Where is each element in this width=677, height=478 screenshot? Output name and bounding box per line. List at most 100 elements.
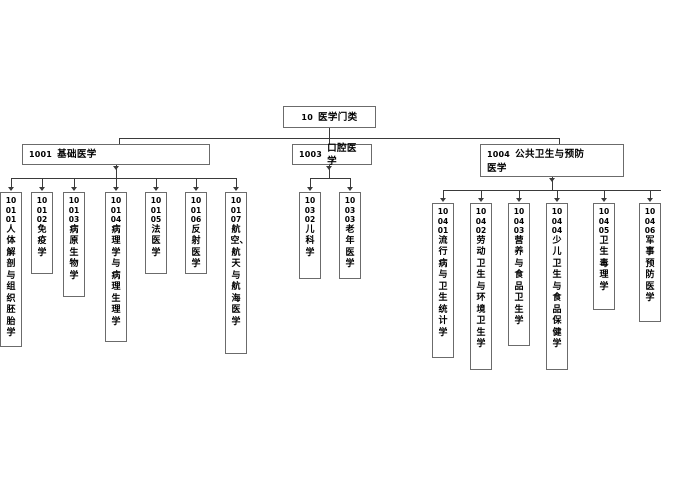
arrow-1003-leaf-1 — [307, 187, 313, 191]
leaf-100404[interactable]: 10 04 04 少儿卫生与食品保健学 — [546, 203, 568, 370]
leaf-100106-code3: 06 — [190, 215, 202, 224]
leaf-100101-code2: 01 — [5, 205, 17, 215]
leaf-100401-code3: 01 — [437, 226, 449, 235]
connector-1001-drop-2 — [42, 178, 43, 190]
leaf-100104[interactable]: 10 01 04 病理学与病理生理学 — [105, 192, 127, 342]
leaf-100405[interactable]: 10 04 05 卫生毒理学 — [593, 203, 615, 310]
node-1004-public-health[interactable]: 1004 公共卫生与预防 医学 — [480, 144, 624, 177]
connector-1004-stem — [552, 177, 553, 190]
leaf-100401[interactable]: 10 04 01 流行病与卫生统计学 — [432, 203, 454, 358]
leaf-100106-code2: 01 — [190, 205, 202, 215]
leaf-100404-text: 少儿卫生与食品保健学 — [552, 235, 562, 350]
leaf-100107-code2: 01 — [230, 205, 242, 215]
node-1001-code: 1001 — [29, 150, 53, 159]
leaf-100302-code1: 10 — [304, 196, 316, 205]
node-1001-label: 基础医学 — [57, 149, 97, 160]
connector-1001-drop-7 — [236, 178, 237, 190]
leaf-100102-text: 免疫学 — [37, 224, 47, 258]
node-1004-label-line2: 医学 — [487, 163, 507, 174]
leaf-100104-text: 病理学与病理生理学 — [111, 224, 121, 327]
leaf-100106[interactable]: 10 01 06 反射医学 — [185, 192, 207, 274]
leaf-100404-code1: 10 — [551, 207, 563, 216]
arrow-1004-leaf-3 — [516, 198, 522, 202]
leaf-100107-text: 航空、航天与航海医学 — [230, 224, 249, 327]
leaf-100104-code2: 01 — [110, 205, 122, 215]
leaf-100105[interactable]: 10 01 05 法医学 — [145, 192, 167, 274]
leaf-100107[interactable]: 10 01 07 航空、航天与航海医学 — [225, 192, 249, 354]
leaf-100303-code1: 10 — [344, 196, 356, 205]
leaf-100406[interactable]: 10 04 06 军事预防医学 — [639, 203, 661, 322]
leaf-100405-code2: 04 — [598, 216, 610, 226]
leaf-100401-code1: 10 — [437, 207, 449, 216]
leaf-100104-code1: 10 — [110, 196, 122, 205]
leaf-100405-code3: 05 — [598, 226, 610, 235]
node-1003-label: 口腔医学 — [327, 142, 357, 167]
connector-1001-drop-3 — [74, 178, 75, 190]
leaf-100302[interactable]: 10 03 02 儿科学 — [299, 192, 321, 279]
arrow-1001-leaf-5 — [153, 187, 159, 191]
connector-1003-drop-2 — [350, 178, 351, 190]
leaf-100302-text: 儿科学 — [305, 224, 315, 258]
arrow-1001-stem — [113, 166, 119, 170]
leaf-100101[interactable]: 10 01 01 人体解剖与组织胚胎学 — [0, 192, 22, 347]
leaf-100404-code2: 04 — [551, 216, 563, 226]
leaf-100303[interactable]: 10 03 03 老年医学 — [339, 192, 361, 279]
leaf-100403[interactable]: 10 04 03 营养与食品卫生学 — [508, 203, 530, 346]
connector-1004-drop-4 — [557, 190, 558, 200]
leaf-100105-code1: 10 — [150, 196, 162, 205]
root-node-code: 10 — [301, 112, 313, 122]
leaf-100402-text: 劳动卫生与环境卫生学 — [476, 235, 486, 350]
leaf-100103-code2: 01 — [68, 205, 80, 215]
leaf-100102[interactable]: 10 01 02 免疫学 — [31, 192, 53, 274]
leaf-100402-code1: 10 — [475, 207, 487, 216]
leaf-100404-code3: 04 — [551, 226, 563, 235]
arrow-1001-leaf-4 — [113, 187, 119, 191]
connector-1001-drop-6 — [196, 178, 197, 190]
leaf-100105-code2: 01 — [150, 205, 162, 215]
arrow-1001-leaf-7 — [233, 187, 239, 191]
connector-1001-drop-5 — [156, 178, 157, 190]
leaf-100303-text: 老年医学 — [345, 224, 355, 270]
connector-1004-drop-2 — [481, 190, 482, 200]
leaf-100101-text: 人体解剖与组织胚胎学 — [6, 224, 16, 339]
leaf-100402[interactable]: 10 04 02 劳动卫生与环境卫生学 — [470, 203, 492, 370]
arrow-1001-leaf-3 — [71, 187, 77, 191]
node-1001-basic-medicine[interactable]: 1001 基础医学 — [22, 144, 210, 165]
node-1003-stomatology[interactable]: 1003 口腔医学 — [292, 142, 372, 167]
leaf-100403-code1: 10 — [513, 207, 525, 216]
leaf-100103[interactable]: 10 01 03 病原生物学 — [63, 192, 85, 297]
leaf-100106-text: 反射医学 — [191, 224, 201, 270]
leaf-100406-code2: 04 — [644, 216, 656, 226]
arrow-1003-leaf-2 — [347, 187, 353, 191]
leaf-100101-code3: 01 — [5, 215, 17, 224]
leaf-100102-code1: 10 — [36, 196, 48, 205]
node-1004-code: 1004 — [487, 150, 511, 159]
connector-1001-drop-4 — [116, 178, 117, 190]
root-node[interactable]: 10 医学门类 — [283, 106, 376, 128]
connector-level2-bus — [119, 138, 559, 139]
connector-1003-bus — [310, 178, 350, 179]
arrow-1003-stem — [326, 166, 332, 170]
connector-1003-stem — [329, 165, 330, 178]
connector-1001-drop-1 — [11, 178, 12, 190]
leaf-100303-code3: 03 — [344, 215, 356, 224]
leaf-100403-text: 营养与食品卫生学 — [514, 235, 524, 327]
connector-1004-drop-3 — [519, 190, 520, 200]
arrow-1004-leaf-5 — [601, 198, 607, 202]
arrow-1001-leaf-1 — [8, 187, 14, 191]
arrow-1004-leaf-6 — [647, 198, 653, 202]
leaf-100406-code1: 10 — [644, 207, 656, 216]
connector-1001-stem — [116, 165, 117, 178]
connector-1003-drop-1 — [310, 178, 311, 190]
arrow-1004-leaf-4 — [554, 198, 560, 202]
leaf-100405-text: 卫生毒理学 — [599, 235, 609, 292]
leaf-100103-code1: 10 — [68, 196, 80, 205]
leaf-100401-code2: 04 — [437, 216, 449, 226]
leaf-100103-text: 病原生物学 — [69, 224, 79, 281]
arrow-1004-leaf-2 — [478, 198, 484, 202]
leaf-100403-code2: 04 — [513, 216, 525, 226]
leaf-100402-code2: 04 — [475, 216, 487, 226]
leaf-100402-code3: 02 — [475, 226, 487, 235]
leaf-100106-code1: 10 — [190, 196, 202, 205]
